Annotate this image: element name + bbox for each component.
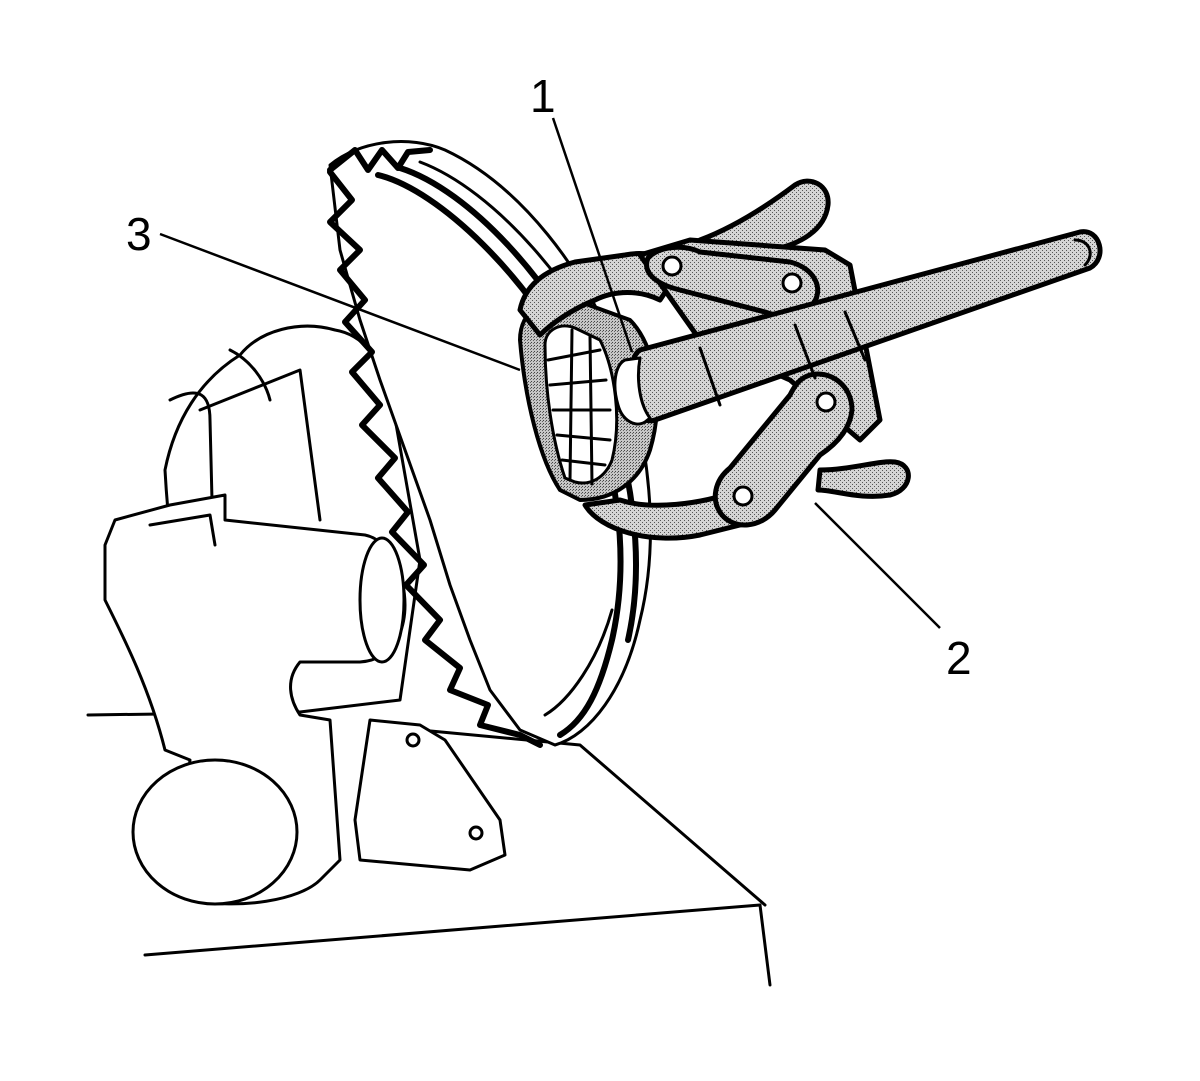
- leader-line-3: [159, 232, 521, 372]
- callout-2: 2: [946, 632, 972, 684]
- axle-tube: [103, 493, 407, 906]
- leader-lines: [159, 117, 941, 629]
- forcing-screw: [613, 229, 1103, 426]
- callout-labels: 1 2 3: [126, 70, 972, 684]
- callout-3: 3: [126, 208, 152, 260]
- leader-line-2: [814, 502, 941, 629]
- bearing: [518, 297, 660, 502]
- leader-line-1: [551, 117, 634, 353]
- mounting-bracket: [353, 718, 507, 872]
- callout-1: 1: [530, 70, 556, 122]
